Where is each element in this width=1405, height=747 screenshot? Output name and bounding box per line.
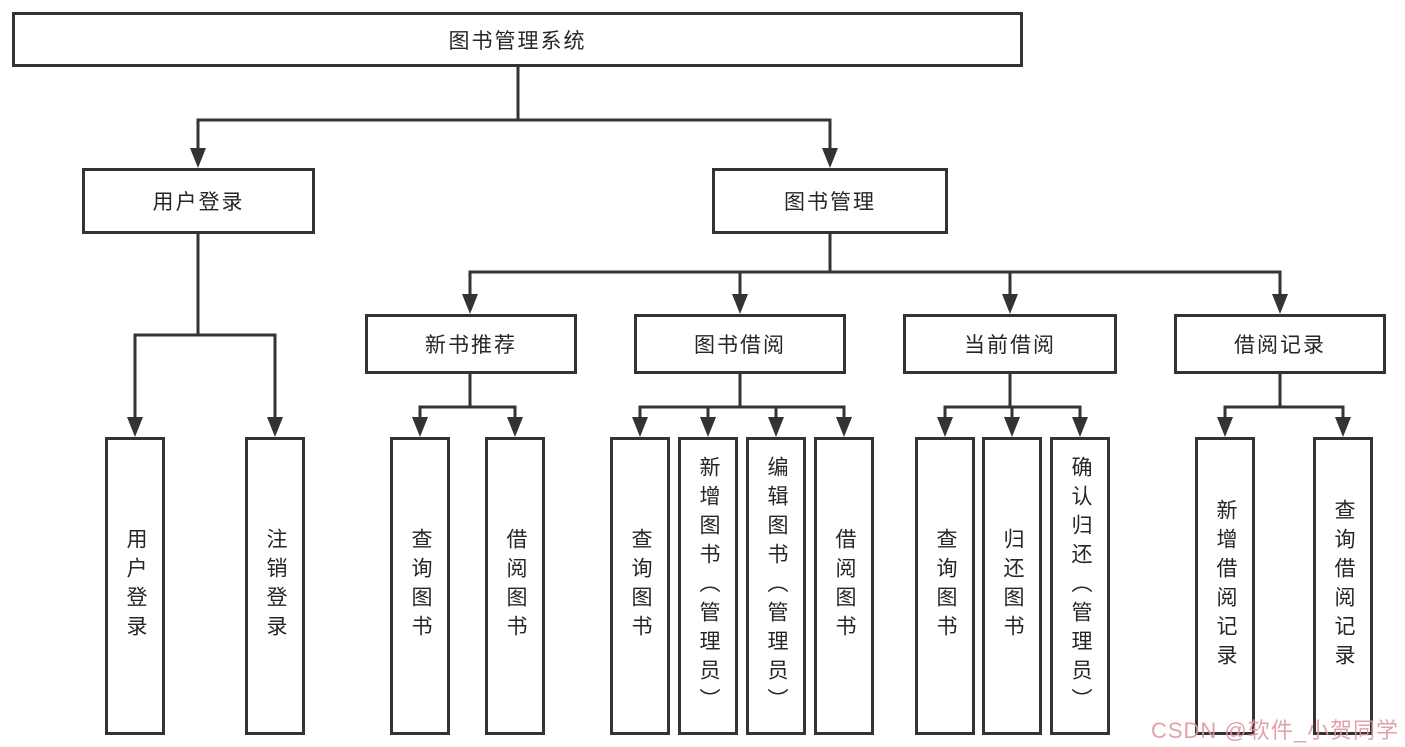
leaf-confirm-return-admin: 确认归还（管理员） [1050,437,1110,735]
leaf-edit-books-admin: 编辑图书（管理员） [746,437,806,735]
leaf-query-books-recommend: 查询图书 [390,437,450,735]
leaf-query-books-borrow: 查询图书 [610,437,670,735]
node-borrow-records: 借阅记录 [1174,314,1386,374]
leaf-query-borrow-record: 查询借阅记录 [1313,437,1373,735]
leaf-user-login: 用户登录 [105,437,165,735]
leaf-query-books-current: 查询图书 [915,437,975,735]
leaf-borrow-books-recommend: 借阅图书 [485,437,545,735]
leaf-return-books: 归还图书 [982,437,1042,735]
leaf-logout: 注销登录 [245,437,305,735]
node-book-management: 图书管理 [712,168,948,234]
node-current-borrow: 当前借阅 [903,314,1117,374]
node-book-borrow: 图书借阅 [634,314,846,374]
node-new-book-recommend: 新书推荐 [365,314,577,374]
node-library-management-system: 图书管理系统 [12,12,1023,67]
node-user-login: 用户登录 [82,168,315,234]
leaf-add-books-admin: 新增图书（管理员） [678,437,738,735]
leaf-borrow-books: 借阅图书 [814,437,874,735]
leaf-add-borrow-record: 新增借阅记录 [1195,437,1255,735]
watermark: CSDN @软件_小贺同学 [1150,718,1399,743]
